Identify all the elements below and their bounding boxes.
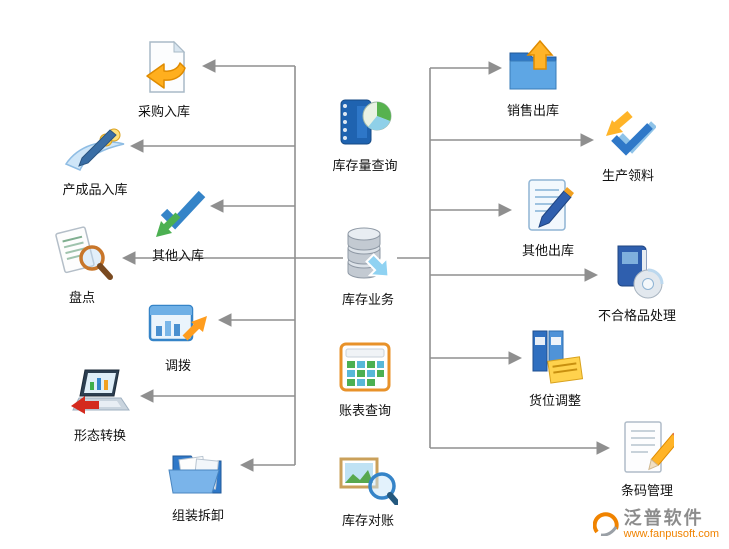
node-label: 货位调整 [528, 393, 581, 408]
other-inbound-icon [150, 182, 206, 240]
node-purchase-inbound: 采购入库 [99, 38, 229, 120]
sales-outbound-icon [506, 37, 560, 95]
node-label: 盘点 [68, 290, 95, 305]
barcode-management-icon [620, 417, 674, 475]
finished-goods-inbound-icon [64, 116, 126, 174]
goods-location-adjustment-icon [525, 327, 585, 385]
node-other-inbound: 其他入库 [113, 182, 243, 264]
node-inventory-reconciliation: 库存对账 [303, 447, 433, 529]
node-label: 条码管理 [620, 483, 673, 498]
form-conversion-icon [69, 362, 131, 420]
node-label: 其他出库 [521, 243, 574, 258]
purchase-inbound-icon [138, 38, 190, 96]
node-label: 产成品入库 [62, 182, 128, 197]
node-label: 采购入库 [137, 104, 190, 119]
node-label: 账表查询 [338, 403, 391, 418]
node-label: 库存量查询 [332, 158, 398, 173]
node-label: 其他入库 [151, 248, 204, 263]
brand-logo: 泛普软件 www.fanpusoft.com [592, 507, 719, 541]
report-query-icon [337, 337, 393, 395]
node-barcode-management: 条码管理 [582, 417, 712, 499]
stocktaking-icon [50, 224, 114, 282]
brand-website: www.fanpusoft.com [623, 528, 719, 541]
inventory-reconciliation-icon [338, 447, 398, 505]
node-label: 形态转换 [73, 428, 126, 443]
node-defective-goods-handling: 不合格品处理 [572, 242, 702, 324]
node-label: 不合格品处理 [597, 308, 676, 323]
node-label: 生产领料 [601, 168, 654, 183]
brand-logo-icon [592, 508, 619, 541]
defective-goods-handling-icon [608, 242, 666, 300]
inventory-business-icon [340, 226, 396, 284]
node-goods-location-adjustment: 货位调整 [490, 327, 620, 409]
node-label: 库存业务 [341, 292, 394, 307]
production-material-requisition-icon [600, 102, 656, 160]
brand-name: 泛普软件 [623, 507, 704, 528]
assembly-disassembly-icon [167, 442, 229, 500]
node-other-outbound: 其他出库 [483, 177, 613, 259]
node-inventory-quantity-query: 库存量查询 [300, 92, 430, 174]
inventory-quantity-query-icon [337, 92, 393, 150]
node-label: 组装拆卸 [171, 508, 224, 523]
node-stocktaking: 盘点 [17, 224, 147, 306]
node-label: 销售出库 [506, 103, 559, 118]
node-label: 调拨 [164, 358, 191, 373]
node-label: 库存对账 [341, 513, 394, 528]
other-outbound-icon [522, 177, 574, 235]
transfer-icon [147, 292, 209, 350]
node-form-conversion: 形态转换 [35, 362, 165, 444]
node-production-material-requisition: 生产领料 [563, 102, 693, 184]
node-sales-outbound: 销售出库 [468, 37, 598, 119]
node-inventory-business: 库存业务 [303, 226, 433, 308]
node-assembly-disassembly: 组装拆卸 [133, 442, 263, 524]
node-finished-goods-inbound: 产成品入库 [30, 116, 160, 198]
node-report-query: 账表查询 [300, 337, 430, 419]
node-transfer: 调拨 [113, 292, 243, 374]
